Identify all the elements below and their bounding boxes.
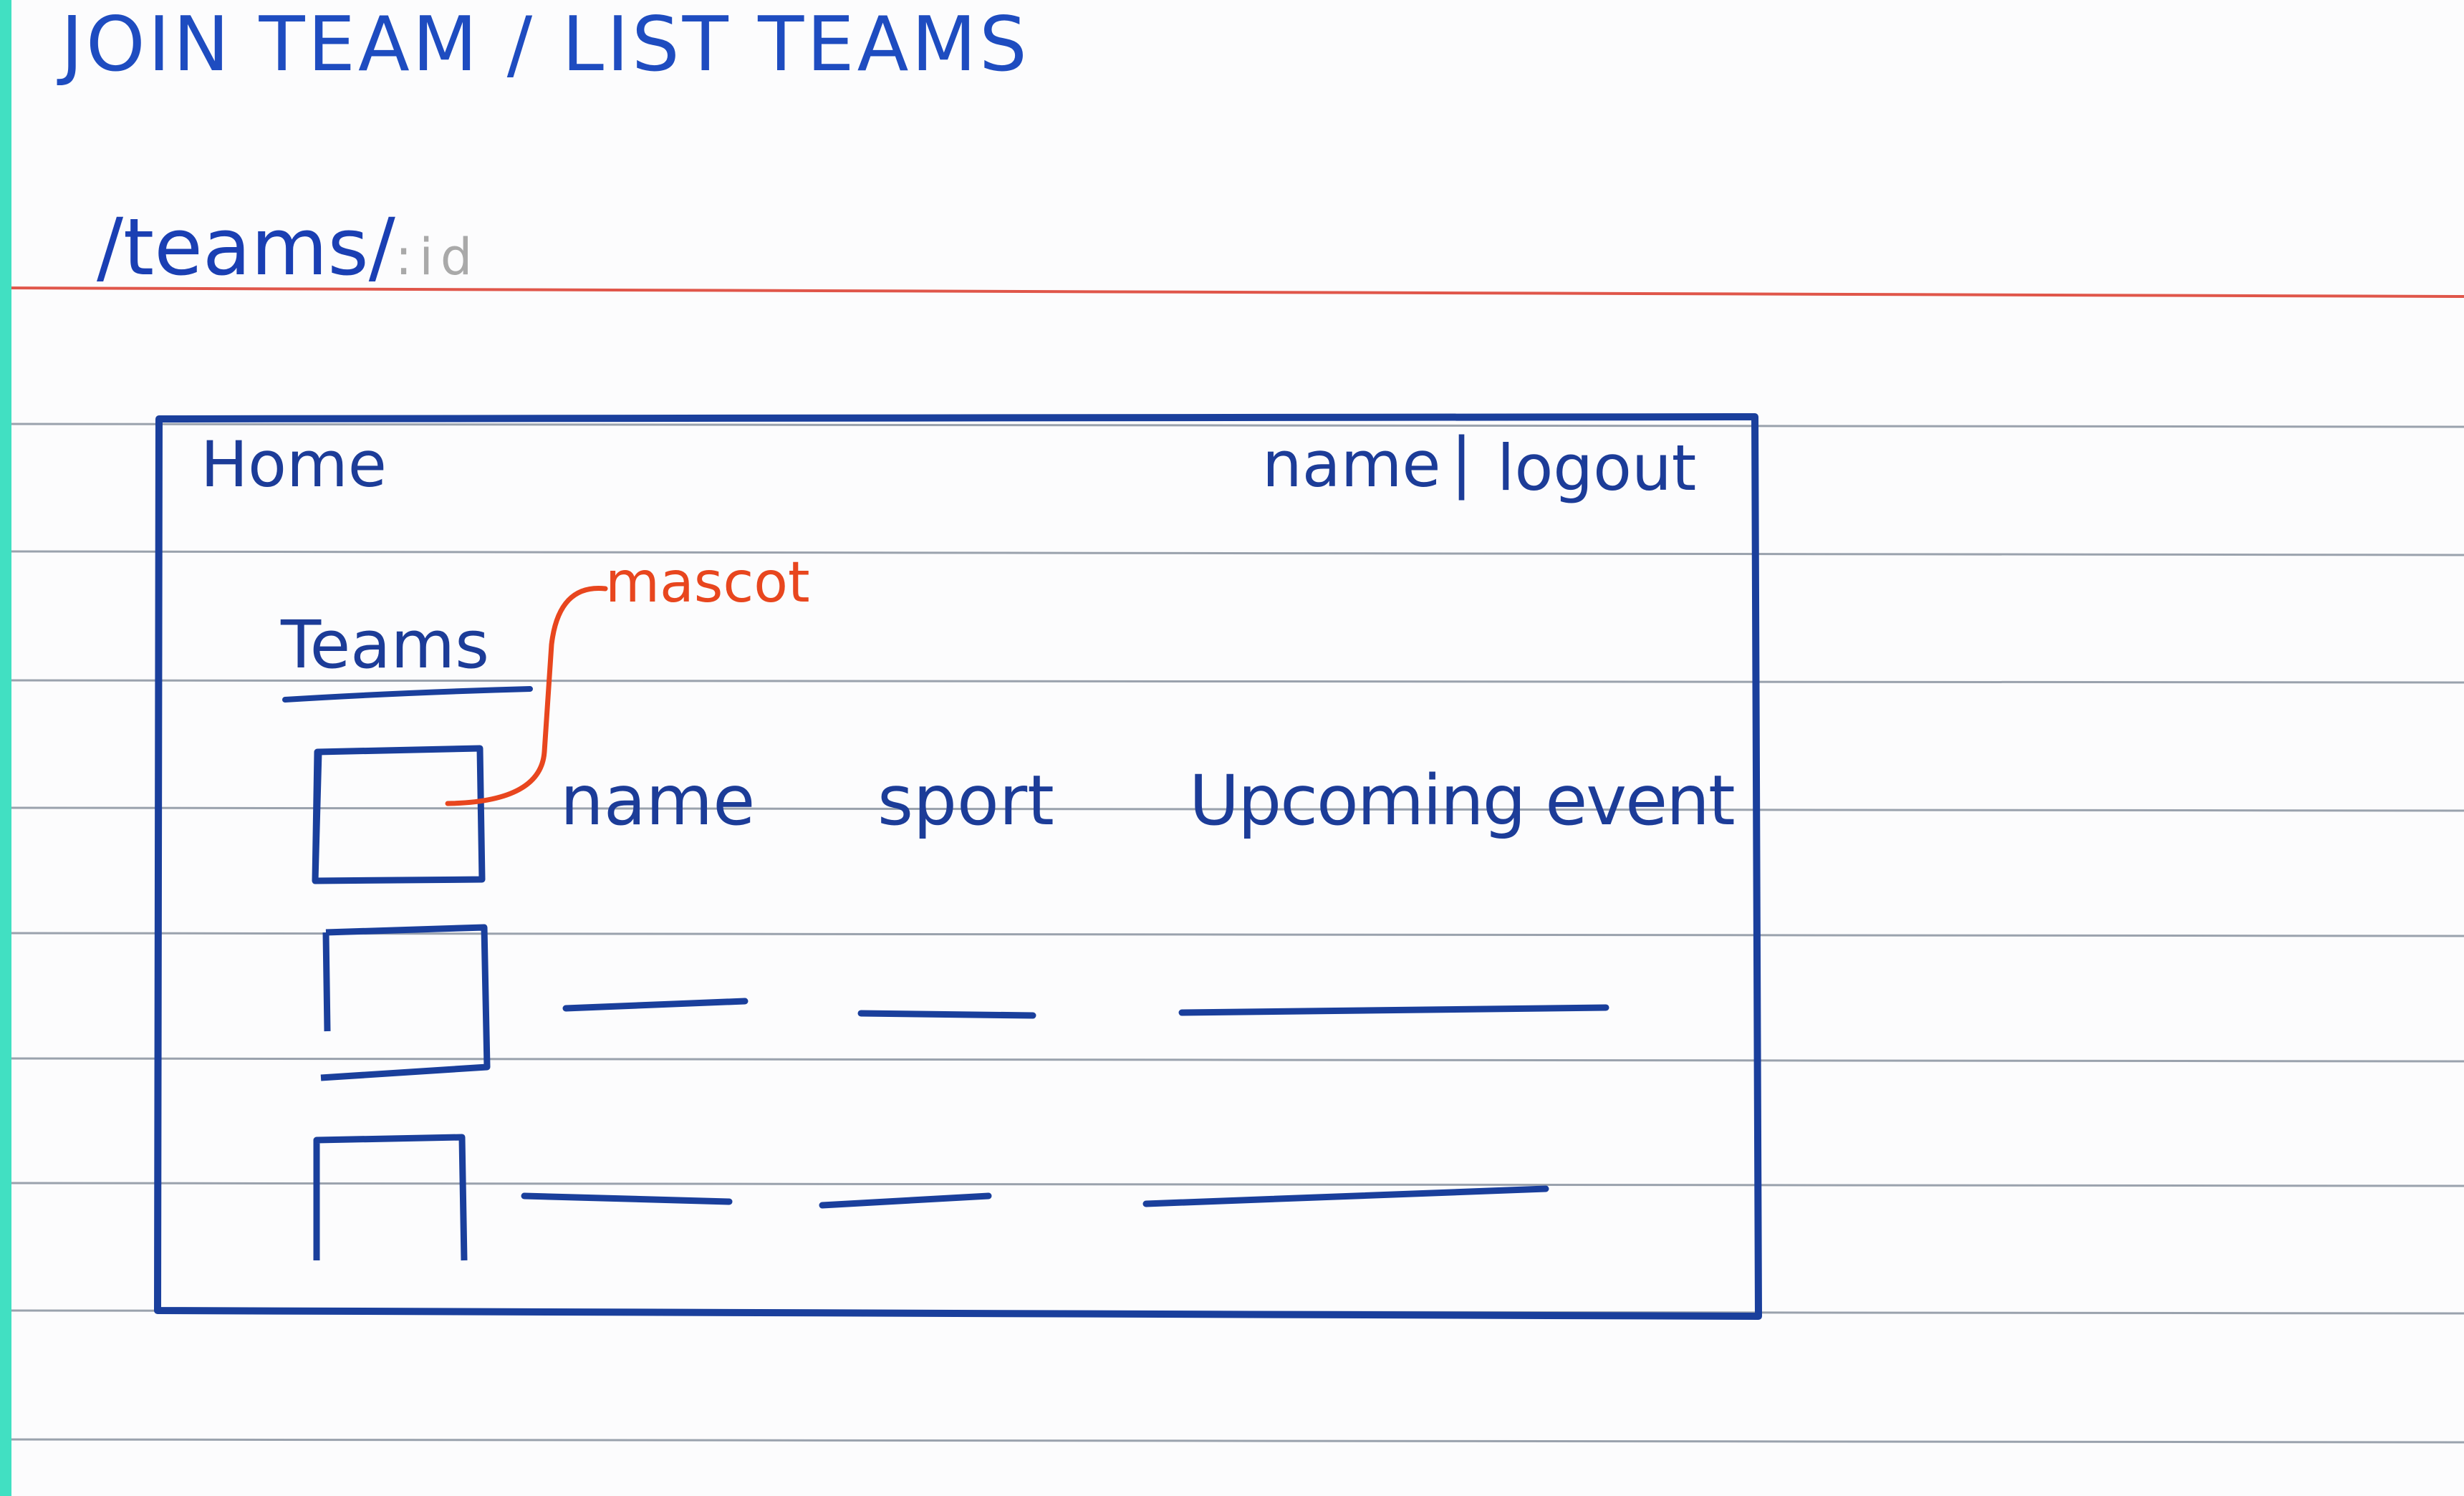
- placeholder-name: [521, 1192, 733, 1205]
- nav-user-name: name: [1262, 428, 1441, 501]
- page-title: JOIN TEAM / LIST TEAMS: [61, 1, 1030, 88]
- section-heading: Teams: [281, 607, 490, 683]
- column-header-name: name: [560, 761, 756, 841]
- route-path: /teams/:id: [97, 208, 479, 286]
- mascot-thumbnail: [320, 924, 491, 1081]
- page-edge: [0, 0, 11, 1496]
- annotation-connector: [445, 585, 608, 806]
- mascot-thumbnail: [313, 1134, 468, 1261]
- route-text: /teams/: [97, 201, 395, 293]
- mockup-frame: [154, 413, 1762, 1320]
- heading-underline: [282, 686, 533, 703]
- column-header-sport: sport: [877, 761, 1054, 841]
- placeholder-event: [1142, 1185, 1549, 1207]
- nav-logout-link[interactable]: logout: [1497, 431, 1697, 505]
- annotation-mascot: mascot: [605, 551, 810, 615]
- route-param: :id: [395, 228, 480, 286]
- margin-line: [0, 286, 2464, 298]
- placeholder-name: [562, 998, 749, 1012]
- mascot-thumbnail: [312, 745, 486, 884]
- nav-separator: |: [1450, 424, 1473, 501]
- nav-home-link[interactable]: Home: [201, 428, 387, 501]
- placeholder-sport: [819, 1192, 992, 1209]
- placeholder-event: [1178, 1004, 1609, 1016]
- ruled-lines: [0, 423, 2464, 1444]
- column-header-upcoming-event: Upcoming event: [1189, 761, 1736, 841]
- placeholder-sport: [857, 1010, 1036, 1019]
